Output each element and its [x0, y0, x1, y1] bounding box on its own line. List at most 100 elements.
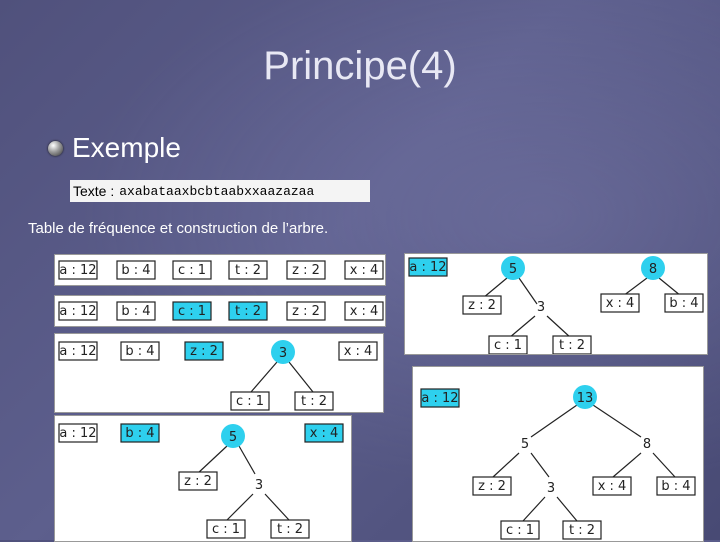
step3-leaf-1-box [120, 341, 160, 361]
step4-leaf-2-label: x : 4 [310, 426, 339, 441]
step2-leaf-2-label: c : 1 [178, 304, 206, 319]
step5-right-leaf-0-label: x : 4 [606, 296, 635, 311]
step6-child-0-label: c : 1 [506, 523, 534, 538]
sphere-bullet-icon [48, 140, 63, 156]
step2-leaf-4-label: z : 2 [292, 304, 320, 319]
step6-edge-l-right [530, 452, 550, 478]
step4-child-1-label: t : 2 [277, 522, 303, 537]
step3-edge-right [288, 361, 314, 393]
step5-edge-r-left [622, 277, 648, 297]
step5-child-1-label: t : 2 [559, 338, 585, 353]
step2-leaf-1-label: b : 4 [121, 304, 150, 319]
step6-edge-m-left [522, 496, 546, 522]
step5-node-left-circle [501, 256, 525, 280]
step4-leaf-1-box [120, 423, 160, 443]
caption: Table de fréquence et construction de l’… [28, 220, 329, 237]
step6-mid-node-label: 3 [547, 481, 555, 496]
step4-leaf-0-label: a : 12 [59, 426, 96, 441]
step4-edge-mid-left [226, 493, 254, 521]
step2-leaf-1-box [116, 301, 156, 321]
step5-node-left-label: 5 [509, 262, 517, 277]
step1-leaf-3-box [228, 260, 268, 280]
step2-leaf-5-box [344, 301, 384, 321]
step1-leaf-0-label: a : 12 [59, 263, 96, 278]
step2-leaf-0-box [58, 301, 98, 321]
slide-title: Principe(4) [263, 44, 457, 88]
step4-edge-root-right [238, 445, 256, 475]
step6-child-1-box [562, 520, 602, 540]
step5-node-right-circle [641, 256, 665, 280]
step5-top-leaf-box [408, 257, 448, 277]
step4-child-0-box [206, 519, 246, 539]
step3-leaf-3-label: x : 4 [344, 344, 373, 359]
step5-child-0-box [488, 335, 528, 354]
step1-leaf-0-box [58, 260, 98, 280]
step6-edge-root-right [592, 404, 642, 438]
step4-edge-mid-right [264, 493, 290, 521]
step6-right-leaf-0-box [592, 476, 632, 496]
step3-leaf-3-box [338, 341, 378, 361]
step4-mid-node-label: 3 [255, 478, 263, 493]
step4-child-1-box [270, 519, 310, 539]
step6-edge-l-left [492, 452, 520, 478]
step6-edge-r-right [652, 452, 676, 478]
step6-node-right-label: 8 [643, 437, 651, 452]
step5-child-0-label: c : 1 [494, 338, 522, 353]
step4-leaf-1-label: b : 4 [125, 426, 154, 441]
step6-edge-m-right [556, 496, 578, 522]
step2-leaf-2-box [172, 301, 212, 321]
step4-root-label: 5 [229, 430, 237, 445]
step2-leaf-3-label: t : 2 [235, 304, 261, 319]
step2-leaf-0-label: a : 12 [59, 304, 96, 319]
step6-root-circle [573, 385, 597, 409]
step5-node-right-label: 8 [649, 262, 657, 277]
step1-leaf-4-label: z : 2 [292, 263, 320, 278]
step5-right-leaf-0-box [600, 293, 640, 313]
step3-leaf-2-label: z : 2 [190, 344, 218, 359]
step5-child-1-box [552, 335, 592, 354]
step5-edge-l-right [518, 277, 538, 305]
step2-leaf-3-box [228, 301, 268, 321]
step3-edge-left [250, 361, 278, 393]
step1-leaf-2-label: c : 1 [178, 263, 206, 278]
texte-value: axabataaxbcbtaabxxaazazaa [119, 183, 315, 199]
step6-edge-r-left [612, 452, 642, 478]
step6-left-leaf-box [472, 476, 512, 496]
step3-node-label: 3 [279, 346, 287, 361]
step4-edge-root-left [196, 445, 228, 475]
step6-top-leaf-label: a : 12 [421, 391, 458, 406]
bullet-row: Exemple [48, 132, 181, 164]
step5-left-leaf-box [462, 295, 502, 315]
step3-child-1-label: t : 2 [301, 394, 327, 409]
texte-box: Texte : axabataaxbcbtaabxxaazazaa [70, 180, 370, 202]
step5-right-leaf-1-label: b : 4 [669, 296, 698, 311]
step1-leaf-1-label: b : 4 [121, 263, 150, 278]
step5-top-leaf-label: a : 12 [409, 260, 446, 275]
step1-leaf-4-box [286, 260, 326, 280]
step6-right-leaf-1-label: b : 4 [661, 479, 690, 494]
step6-edge-root-left [530, 404, 578, 438]
step6-top-leaf-box [420, 388, 460, 408]
step6-child-1-label: t : 2 [569, 523, 595, 538]
step3-leaf-0-label: a : 12 [59, 344, 96, 359]
step5-edge-m-left [508, 315, 536, 339]
step2-leaf-4-box [286, 301, 326, 321]
step4-mid-left-label: z : 2 [184, 474, 212, 489]
step1-leaf-3-label: t : 2 [235, 263, 261, 278]
step5-right-leaf-1-box [664, 293, 704, 313]
texte-label: Texte : [73, 183, 115, 199]
step3-leaf-2-box [184, 341, 224, 361]
step1-leaf-2-box [172, 260, 212, 280]
step6-node-left-label: 5 [521, 437, 529, 452]
step5-edge-l-left [482, 277, 508, 299]
step3-child-0-label: c : 1 [236, 394, 264, 409]
